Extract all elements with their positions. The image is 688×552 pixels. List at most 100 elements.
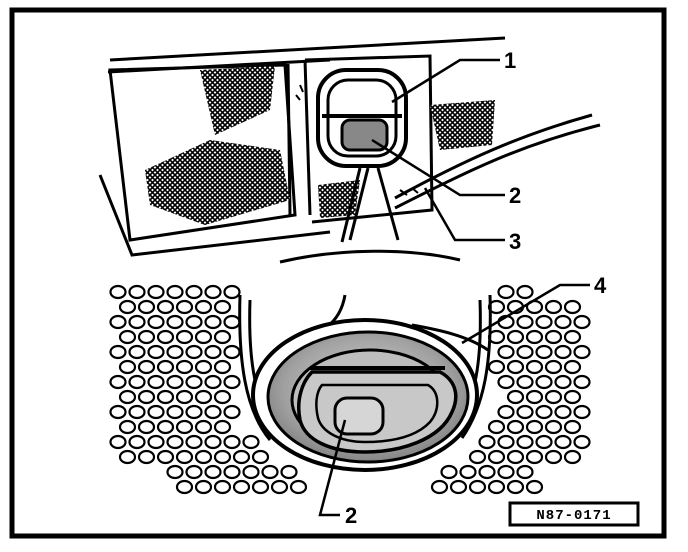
perforation-hole (204, 374, 222, 390)
perforation-hole (280, 464, 298, 480)
perforation-hole (137, 419, 156, 435)
perforation-hole (128, 344, 146, 360)
zoom-line-left-2 (340, 167, 362, 243)
perforation-hole (194, 419, 213, 435)
perforation-hole (166, 374, 184, 390)
perforation-hole (128, 404, 146, 420)
panel-top-edge (109, 36, 506, 62)
perforation-hole (185, 314, 203, 330)
outer-frame (9, 7, 667, 539)
perforation-hole (204, 284, 222, 300)
perforation-hole (506, 359, 525, 375)
perforation-hole (194, 329, 213, 345)
perforation-hole (535, 314, 553, 330)
perforation-hole (487, 449, 506, 465)
upper-view (98, 36, 601, 264)
perforation-hole (440, 464, 458, 480)
perforation-hole (109, 284, 127, 300)
connector-inner-contour (315, 383, 439, 444)
perforation-hole (516, 374, 534, 390)
wire-1 (394, 123, 601, 210)
wire-2 (394, 113, 593, 200)
perforation-hole (468, 449, 487, 465)
zoom-line-left (348, 167, 370, 241)
perforation-hole (147, 344, 165, 360)
perforation-hole (535, 434, 553, 450)
callout-leaders (318, 58, 590, 517)
perforation-hole (147, 284, 165, 300)
perforation-hole (213, 479, 232, 495)
perforation-hole (487, 359, 506, 375)
panel-mark-2 (399, 187, 419, 196)
perforation-hole (156, 329, 175, 345)
panel-left-outline (108, 63, 297, 242)
perforation-hole (156, 359, 175, 375)
perforation-hole (242, 434, 260, 450)
perforation-hole (185, 404, 203, 420)
callout-2-upper: 2 (509, 183, 521, 208)
perforation-hole (516, 284, 534, 300)
perforation-hole (156, 419, 175, 435)
perforation-hole (204, 434, 222, 450)
perforation-hole (109, 314, 127, 330)
perforation-hole (478, 434, 496, 450)
perforation-hole (544, 389, 563, 405)
perforation-hole (516, 434, 534, 450)
perforation-hole (232, 479, 251, 495)
leader-3 (423, 187, 505, 242)
perforation-hole (137, 389, 156, 405)
perforation-hole (118, 389, 137, 405)
panel-bottom-bevel (98, 174, 331, 257)
perforation-hole (232, 449, 251, 465)
panel-seam (279, 249, 461, 264)
perforation-hole (497, 464, 515, 480)
perforation-hole (128, 284, 146, 300)
perforation-hole (516, 464, 534, 480)
perforation-hole (166, 464, 184, 480)
perforation-hole (506, 329, 525, 345)
perforation-hole (156, 299, 175, 315)
perforation-hole (166, 434, 184, 450)
perforation-hole (525, 449, 544, 465)
perforation-hole (544, 299, 563, 315)
perforation-grid-right (430, 284, 591, 495)
perforation-hole (449, 479, 468, 495)
perforation-hole (118, 449, 137, 465)
perforation-hole (128, 374, 146, 390)
perforation-hole (506, 449, 525, 465)
perforation-hole (223, 344, 241, 360)
perforation-hole (223, 374, 241, 390)
perforation-hole (194, 449, 213, 465)
socket-housing-outer (316, 68, 408, 168)
perforation-hole (194, 359, 213, 375)
perforation-hole (213, 419, 232, 435)
perforation-hole (109, 434, 127, 450)
perforation-patch-3 (430, 100, 495, 150)
panel-right-outline (304, 54, 434, 224)
perforation-hole (497, 374, 515, 390)
perforation-hole (156, 389, 175, 405)
perforation-hole (525, 479, 544, 495)
connector-pin (333, 396, 385, 436)
perforation-hole (525, 419, 544, 435)
perforation-hole (535, 344, 553, 360)
perforation-hole (544, 329, 563, 345)
perforation-hole (118, 299, 137, 315)
perforation-hole (175, 479, 194, 495)
perforation-hole (563, 419, 582, 435)
perforation-hole (213, 329, 232, 345)
perforation-hole (497, 284, 515, 300)
perforation-hole (204, 464, 222, 480)
perforation-hole (137, 449, 156, 465)
perforation-hole (194, 389, 213, 405)
perforation-hole (213, 299, 232, 315)
perforation-hole (185, 374, 203, 390)
perforation-hole (261, 464, 279, 480)
perforation-hole (194, 479, 213, 495)
perforation-hole (270, 479, 289, 495)
perforation-hole (118, 419, 137, 435)
perforation-hole (525, 389, 544, 405)
perforation-hole (147, 374, 165, 390)
perforation-hole (109, 374, 127, 390)
perforation-hole (109, 344, 127, 360)
